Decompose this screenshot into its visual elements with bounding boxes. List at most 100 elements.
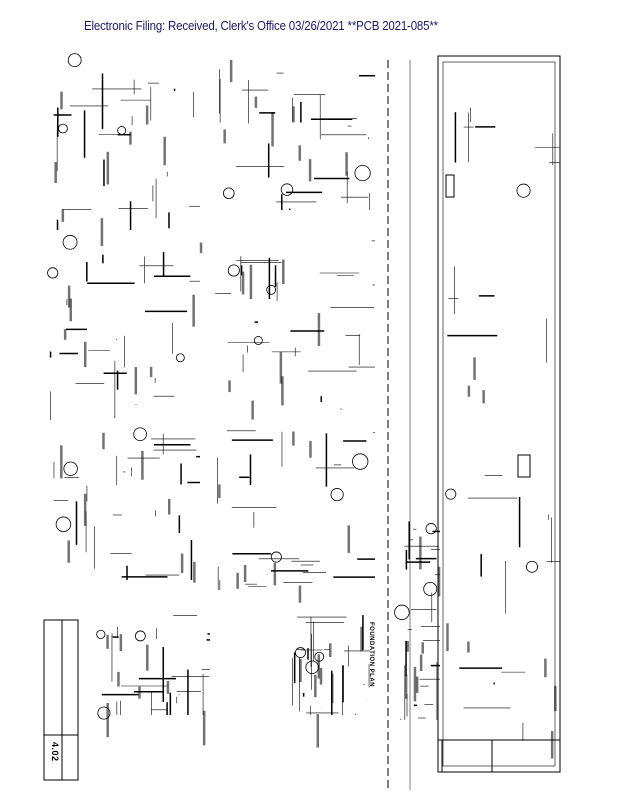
detail-callout-bubble [227,264,240,277]
note-text-mark [129,131,132,145]
note-text-mark [54,162,57,184]
detail-callout-bubble [354,164,371,182]
plan-pad [517,454,531,478]
note-text-mark [467,385,471,397]
note-text-mark [413,667,417,702]
detail-callout-bubble [445,488,457,500]
note-text-mark [60,445,63,479]
note-text-mark [404,674,408,699]
detail-callout-bubble [175,353,185,363]
note-text-mark [106,702,109,738]
note-text-mark [236,572,239,589]
detail-callout-bubble [134,630,146,642]
note-text-mark [298,585,302,603]
note-text-mark [241,271,245,295]
note-text-mark [415,676,419,693]
note-text-mark [166,681,170,694]
note-text-mark [229,60,233,83]
note-text-mark [298,145,302,161]
note-text-mark [316,714,320,748]
note-text-mark [243,565,247,583]
detail-callout-bubble [62,234,78,250]
note-text-mark [314,674,317,698]
note-text-mark [544,658,547,678]
detail-callout-bubble [133,427,147,442]
note-text-mark [273,562,277,586]
sheet-number: 4.02 [50,742,60,762]
detail-callout-bubble [352,453,369,470]
note-text-mark [117,671,120,687]
detail-callout-bubble [117,126,127,135]
detail-callout-bubble [58,123,68,134]
note-text-mark [180,553,184,574]
note-text-mark [63,329,67,340]
note-text-mark [292,106,295,123]
note-text-mark [106,635,109,649]
note-text-mark [437,566,441,597]
note-text-mark [223,129,226,144]
detail-drawings [47,53,560,759]
note-text-mark [60,91,63,110]
plan-detail-box [441,739,493,773]
note-text-mark [192,294,195,327]
note-text-mark [281,376,284,406]
note-text-mark [199,242,203,254]
detail-callout-bubble [516,183,531,198]
detail-callout-bubble [96,629,106,639]
foundation-plan-drawing [387,55,561,790]
detail-callout-bubble [425,523,437,535]
note-text-mark [254,96,258,108]
note-text-mark [167,498,171,515]
note-text-mark [84,341,87,368]
detail-callout-bubble [526,560,538,573]
note-text-mark [100,218,104,247]
note-text-mark [193,561,196,583]
note-text-mark [138,686,141,699]
note-text-mark [554,685,557,712]
note-text-mark [360,626,363,652]
note-text-mark [345,152,348,176]
detail-callout-bubble [63,461,78,476]
note-text-mark [299,659,302,683]
plan-pad [445,174,455,198]
note-text-mark [309,440,312,458]
note-text-mark [446,623,449,652]
detail-callout-bubble [253,336,263,345]
note-text-mark [421,642,425,654]
note-text-mark [249,264,253,300]
note-text-mark [102,432,105,450]
note-text-mark [228,380,231,393]
detail-callout-bubble [67,53,82,68]
note-text-mark [308,159,312,182]
detail-callout-bubble [330,488,344,502]
title-block [43,619,79,781]
note-text-mark [279,351,283,384]
detail-callout-bubble [295,647,306,659]
note-text-mark [106,151,110,185]
detail-callout-bubble [223,187,235,200]
detail-callout-bubble [305,660,319,675]
note-text-mark [419,654,423,671]
note-text-mark [347,525,351,553]
detail-callout-bubble [394,604,410,621]
note-text-mark [145,105,149,125]
note-text-mark [282,259,285,285]
note-text-mark [419,536,422,570]
note-text-mark [329,643,332,658]
note-text-mark [482,390,485,404]
note-text-mark [146,644,149,671]
foundation-plan-title: FOUNDATION PLAN [368,622,374,688]
note-text-mark [83,493,87,526]
note-text-mark [149,366,153,378]
note-text-mark [473,357,476,380]
detail-callout-bubble [47,267,59,279]
note-text-mark [317,313,321,347]
note-text-mark [119,634,123,652]
note-text-mark [67,540,70,563]
note-text-mark [550,731,554,759]
note-text-mark [163,136,166,166]
note-text-mark [271,112,274,147]
plan-inner-outline [442,61,556,767]
note-text-mark [141,450,144,480]
